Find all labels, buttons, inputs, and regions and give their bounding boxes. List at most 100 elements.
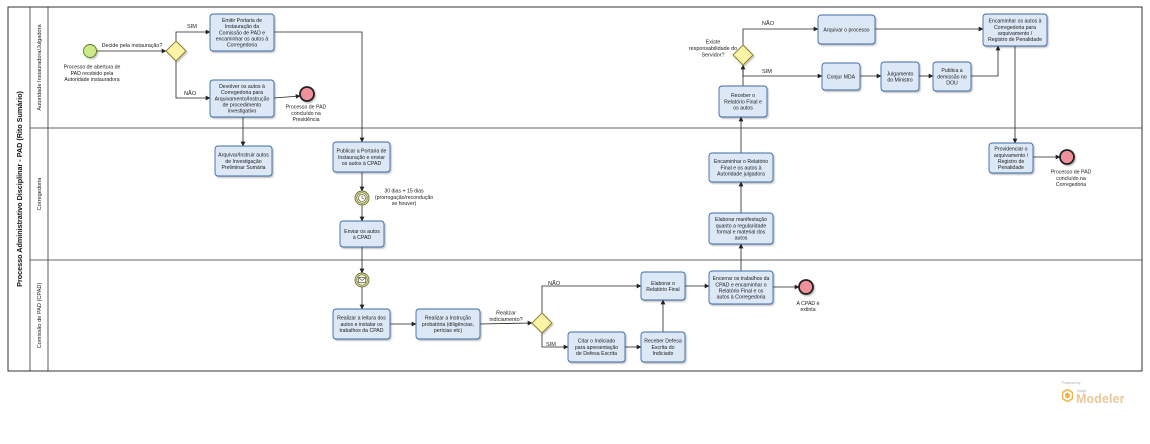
task-encerrar-trabalhos[interactable] [708, 270, 774, 305]
flow-gateway-sim-to-conjur [742, 65, 823, 79]
task-encaminhar-arquivamento[interactable] [982, 13, 1048, 47]
task-receber-relatorio[interactable] [718, 85, 768, 118]
clock-hands-icon [361, 195, 365, 200]
flow-gateway-sim-to-citar [541, 333, 569, 350]
label-line: Existe [706, 40, 721, 46]
task-encaminhar-relatorio[interactable] [708, 152, 774, 183]
label-line: Encaminhar os autos à [988, 19, 1041, 25]
flow-label-sim-instauracao: SIM [187, 24, 197, 30]
task-realizar-instrucao[interactable] [415, 308, 481, 340]
label-line: Servidor? [701, 52, 724, 58]
flow-gateway-nao-to-arquivar [742, 26, 819, 45]
task-publicar-portaria[interactable] [332, 141, 391, 173]
label-line: Instauração da [225, 24, 259, 30]
flow-gateway-nao-to-relatorio [541, 283, 642, 313]
flow-label-nao-responsabilidade: NÃO [762, 20, 775, 27]
label-line: Relatório Final e [724, 99, 762, 105]
label-line: à CPAD [353, 235, 372, 241]
label-line: Receber o [731, 93, 755, 99]
gateway-indiciamento [531, 312, 553, 334]
task-providenciar-arquivamento[interactable] [988, 142, 1034, 174]
label-line: Escrita do [651, 345, 674, 351]
task-arquivar-processo[interactable] [817, 14, 876, 45]
label-line: concluído na [1056, 176, 1086, 182]
task-elaborar-relatorio[interactable] [640, 271, 686, 301]
pool-title: Processo Administrativo Disciplinar - PA… [15, 91, 24, 287]
label-line: Presidência [292, 117, 319, 123]
task-emitir-portaria[interactable] [209, 13, 275, 52]
label-line: PAD recebido pela [71, 71, 114, 77]
label-line: demissão no [937, 74, 967, 80]
label-line: Elaborar manifestação [715, 217, 767, 223]
label-line: indiciamento? [489, 317, 522, 323]
label-line: Indiciado [653, 351, 674, 357]
envelope-icon [358, 277, 366, 283]
label-line: Arquivar o processo [823, 27, 869, 33]
task-conjur-mda[interactable] [821, 62, 861, 91]
label-line: Realizar a Instrução [425, 316, 471, 322]
task-conjur-mda-label: Conjur MDA [827, 74, 856, 80]
label-line: autos [735, 236, 748, 242]
brand-product-text: Modeler [1076, 392, 1125, 406]
task-elaborar-manifestacao[interactable] [708, 212, 774, 245]
flow-publica-to-encaminhar [971, 45, 1001, 77]
label-line: de procedimento [223, 102, 262, 108]
label-line: se houver) [392, 201, 417, 207]
end-event-presidencia [299, 86, 315, 102]
label-line: (prorrogação/recondução [375, 195, 433, 201]
label-line: CPAD e encaminhar o [715, 282, 766, 288]
label-line: arquivamento / [994, 153, 1029, 159]
label-line: DOU [946, 80, 958, 86]
label-line: responsabilidade do [689, 46, 737, 52]
label-line: probatória (diligências, [422, 322, 474, 328]
label-line: Encaminhar o Relatório [714, 159, 768, 165]
label-line: Autoridade julgadora [717, 171, 765, 177]
label-line: Corregedoria para [994, 25, 1036, 31]
task-realizar-leitura[interactable] [332, 308, 391, 340]
label-line: Corregedoria [1056, 182, 1086, 188]
label-line: Realizar [496, 311, 516, 317]
label-line: Conjur MDA [827, 74, 856, 80]
label-line: perícias etc) [434, 328, 463, 334]
label-line: 30 dias + 15 dias [384, 189, 424, 195]
label-line: Enviar os autos [344, 229, 380, 235]
task-julgamento[interactable] [880, 61, 920, 92]
task-publica-demissao[interactable] [932, 61, 972, 92]
label-line: autos e instalar os [340, 322, 383, 328]
label-line: do Ministro [887, 77, 912, 83]
task-citar-indiciado[interactable] [567, 331, 626, 363]
label-line: para apresentação [575, 345, 618, 351]
label-line: Processo de PAD [1051, 170, 1092, 176]
label-line: A CPAD é [797, 301, 820, 307]
label-line: Elaborar o [651, 281, 675, 287]
task-receber-defesa[interactable] [640, 331, 686, 363]
gateway-instauracao-label: Decide pela instauração? [102, 43, 163, 49]
label-line: Realizar a leitura dos [337, 316, 386, 322]
bizagi-hexagon-icon [1062, 389, 1073, 402]
lane-corregedoria-label: Corregedoria [37, 177, 43, 211]
task-arquivar-instruir[interactable] [214, 145, 273, 177]
label-line: Encerrar os trabalhos da [713, 276, 770, 282]
label-line: autos à Corregedoria [717, 295, 766, 301]
task-devolver-autos[interactable] [209, 79, 275, 118]
label-line: Registro de [998, 159, 1025, 165]
task-enviar-autos[interactable] [339, 220, 385, 248]
message-event-inner-ring [356, 274, 368, 286]
flow-emitir-to-publicar [274, 31, 365, 143]
task-arquivar-processo-label: Arquivar o processo [823, 27, 869, 33]
label-line: Processo de PAD [286, 105, 327, 111]
label-line: quanto a regularidade [716, 223, 767, 229]
bizagi-modeler-logo: Powered by bizagi Modeler [1062, 381, 1142, 411]
